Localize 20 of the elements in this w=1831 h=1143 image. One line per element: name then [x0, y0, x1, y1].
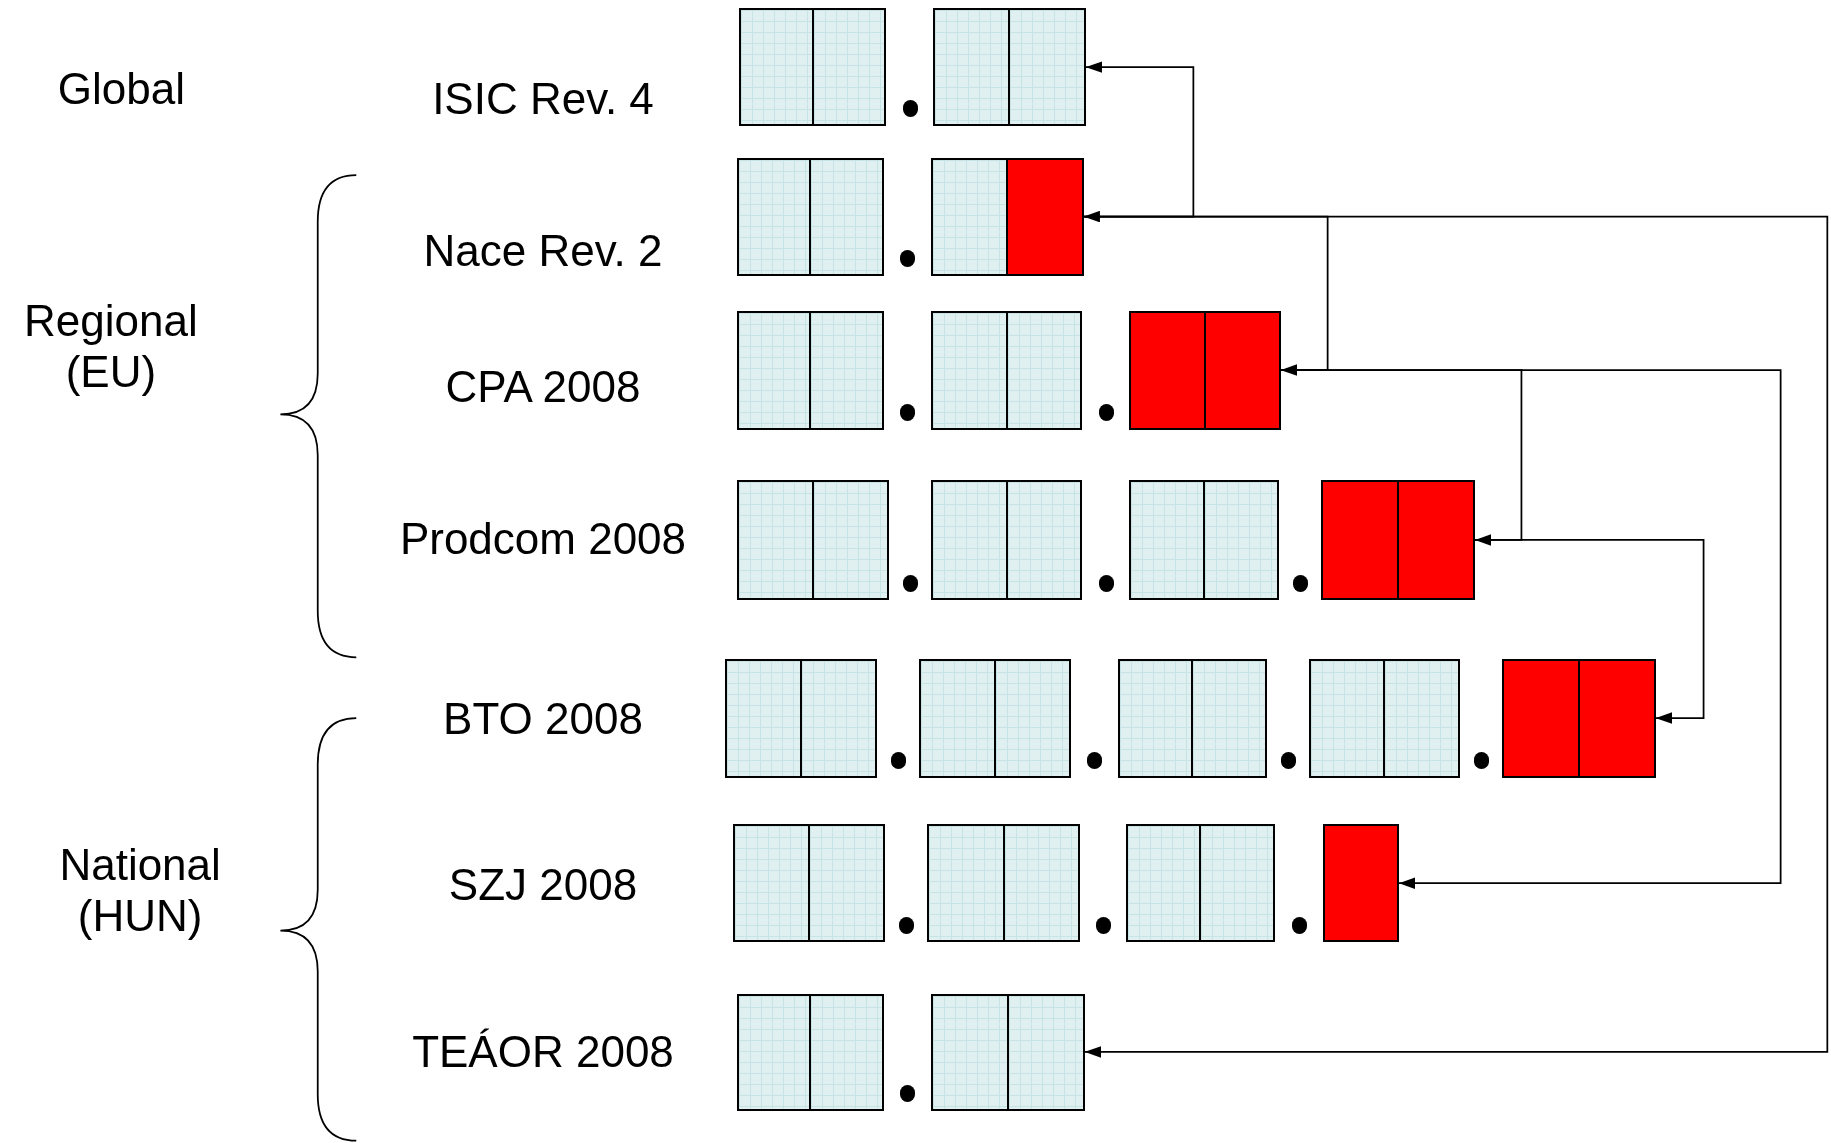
classification-name: CPA 2008: [444, 364, 642, 409]
connector-arrow: [1473, 539, 1705, 724]
group-label: Regional (EU): [23, 296, 199, 398]
group-label: Global: [56, 64, 187, 115]
code-digit-boxes-drawing: [725, 658, 1656, 778]
classification-name: ISIC Rev. 4: [431, 77, 655, 122]
code-digit-boxes-drawing: [736, 479, 1475, 601]
classification-name: SZJ 2008: [447, 863, 639, 908]
connector-arrow: [1280, 369, 1782, 890]
code-digit-boxes-drawing: [733, 824, 1399, 943]
code-digit-boxes-drawing: [736, 310, 1281, 430]
classification-name: Prodcom 2008: [398, 517, 688, 562]
code-digit-boxes-drawing: [736, 157, 1084, 276]
classification-name: Nace Rev. 2: [422, 229, 664, 274]
classification-name: TEÁOR 2008: [411, 1030, 675, 1075]
code-digit-boxes-drawing: [739, 8, 1086, 127]
connector-arrow: [1082, 215, 1829, 1058]
group-label: National (HUN): [58, 840, 222, 942]
classification-name: BTO 2008: [442, 697, 644, 742]
code-digit-boxes-drawing: [736, 993, 1085, 1111]
